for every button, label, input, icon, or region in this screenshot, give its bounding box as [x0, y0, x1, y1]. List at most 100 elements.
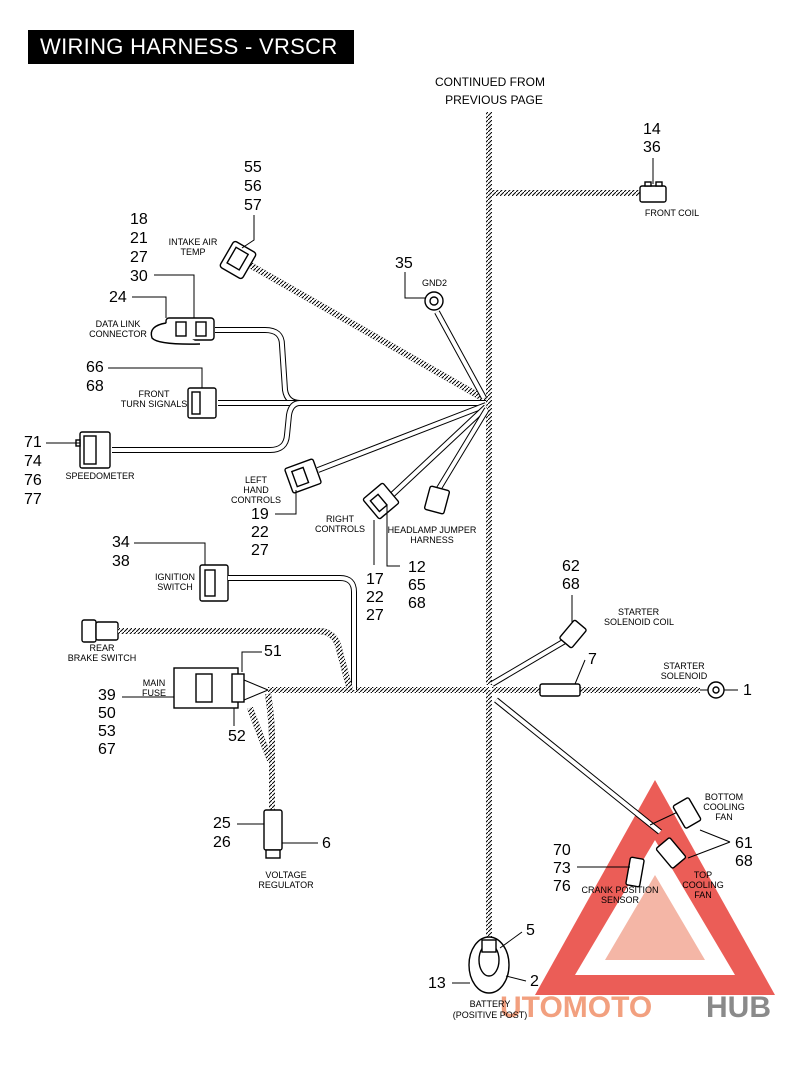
main-fuse-number: 39	[98, 687, 116, 704]
rear-brake-switch	[81, 619, 353, 691]
battery-number: 5	[526, 922, 535, 939]
voltage-regulator	[247, 693, 283, 859]
vr-label: VOLTAGE	[265, 870, 306, 880]
right-controls-number: 27	[366, 607, 384, 624]
data-link-number: 27	[130, 249, 148, 266]
ssc-label: SOLENOID COIL	[604, 617, 674, 627]
speedometer-number: 74	[24, 453, 42, 470]
continued-line-2: PREVIOUS PAGE	[445, 93, 543, 107]
cooling-fan-wires	[494, 697, 702, 869]
front-turn-label: FRONT	[139, 389, 170, 399]
ssc-number: 68	[562, 576, 580, 593]
gnd2-ring-terminal	[424, 291, 444, 311]
speedometer-number: 76	[24, 472, 42, 489]
speedometer-label: SPEEDOMETER	[65, 471, 135, 481]
starter-solenoid-terminal	[539, 681, 725, 699]
crank-position-sensor	[625, 856, 645, 888]
main-fuse-number: 53	[98, 723, 116, 740]
top-fan-label: COOLING	[682, 880, 724, 890]
vr-number: 25	[213, 815, 231, 832]
front-turn-number: 66	[86, 359, 104, 376]
continued-line-1: CONTINUED FROM	[435, 75, 545, 89]
main-fuse-number: 51	[264, 643, 282, 660]
starter-solenoid-label: STARTER	[663, 661, 705, 671]
top-fan-number: 68	[735, 853, 753, 870]
starter-solenoid-label: SOLENOID	[661, 671, 708, 681]
starter-solenoid-coil-connector	[490, 619, 587, 687]
intake-air-temp-sensor	[219, 240, 257, 280]
main-fuse-number: 52	[228, 728, 246, 745]
left-hand-controls-connector	[284, 458, 322, 494]
starter-solenoid-number: 7	[588, 651, 597, 668]
headlamp-number: 12	[408, 559, 426, 576]
front-coil-label: FRONT COIL	[645, 208, 699, 218]
battery-number: 13	[428, 975, 446, 992]
front-turn-label: TURN SIGNALS	[121, 399, 188, 409]
crank-label: CRANK POSITION	[581, 885, 658, 895]
data-link-label: CONNECTOR	[89, 329, 147, 339]
headlamp-number: 65	[408, 577, 426, 594]
ignition-label: IGNITION	[155, 572, 195, 582]
watermark-logo: UTOMOTO HUB	[500, 780, 775, 1024]
top-fan-number: 61	[735, 835, 753, 852]
right-controls-connector	[362, 482, 400, 520]
bottom-fan-label: BOTTOM	[705, 792, 743, 802]
front-turn-number: 68	[86, 378, 104, 395]
left-hand-label: LEFT	[245, 475, 268, 485]
iat-label: TEMP	[180, 247, 205, 257]
starter-solenoid-number: 1	[743, 682, 752, 699]
left-hand-number: 22	[251, 524, 269, 541]
ignition-number: 38	[112, 553, 130, 570]
rear-brake-label: REAR	[89, 643, 115, 653]
left-hand-number: 19	[251, 506, 269, 523]
main-fuse-label: FUSE	[142, 688, 166, 698]
right-controls-label: RIGHT	[326, 514, 355, 524]
data-link-number: 24	[109, 289, 127, 306]
right-controls-label: CONTROLS	[315, 524, 365, 534]
battery-number: 2	[530, 973, 539, 990]
right-controls-number: 22	[366, 589, 384, 606]
crank-label: SENSOR	[601, 895, 640, 905]
battery-terminal	[468, 936, 510, 994]
breakout-wires	[112, 262, 490, 498]
gnd2-label: GND2	[422, 278, 447, 288]
speedometer-number: 77	[24, 491, 42, 508]
bottom-fan-label: FAN	[715, 812, 733, 822]
gnd2-number: 35	[395, 255, 413, 272]
left-hand-number: 27	[251, 542, 269, 559]
bottom-fan-label: COOLING	[703, 802, 745, 812]
vr-label: REGULATOR	[258, 880, 314, 890]
battery-label: BATTERY	[470, 999, 511, 1009]
vr-number: 26	[213, 834, 231, 851]
front-turn-signals-connector	[187, 387, 217, 419]
right-controls-number: 17	[366, 571, 384, 588]
crank-number: 70	[553, 842, 571, 859]
data-link-connector	[150, 317, 215, 345]
data-link-number: 30	[130, 268, 148, 285]
crank-number: 76	[553, 878, 571, 895]
page-title: WIRING HARNESS - VRSCR	[28, 30, 354, 64]
front-coil-number: 14	[643, 121, 661, 138]
headlamp-number: 68	[408, 595, 426, 612]
iat-number: 56	[244, 178, 262, 195]
main-fuse	[173, 667, 269, 709]
left-hand-label: HAND	[243, 485, 269, 495]
headlamp-jumper-connector	[423, 485, 451, 515]
front-coil-number: 36	[643, 139, 661, 156]
headlamp-label: HEADLAMP JUMPER	[388, 525, 477, 535]
data-link-number: 18	[130, 211, 148, 228]
ssc-number: 62	[562, 558, 580, 575]
main-fuse-number: 67	[98, 741, 116, 758]
speedometer-number: 71	[24, 434, 42, 451]
data-link-label: DATA LINK	[96, 319, 141, 329]
battery-label: (POSITIVE POST)	[453, 1010, 528, 1020]
front-coil-connector	[639, 181, 667, 203]
data-link-number: 21	[130, 230, 148, 247]
vr-number: 6	[322, 835, 331, 852]
ignition-label: SWITCH	[157, 582, 193, 592]
left-hand-label: CONTROLS	[231, 495, 281, 505]
top-fan-label: FAN	[694, 890, 712, 900]
ignition-switch-connector	[199, 564, 357, 690]
main-fuse-label: MAIN	[143, 678, 166, 688]
